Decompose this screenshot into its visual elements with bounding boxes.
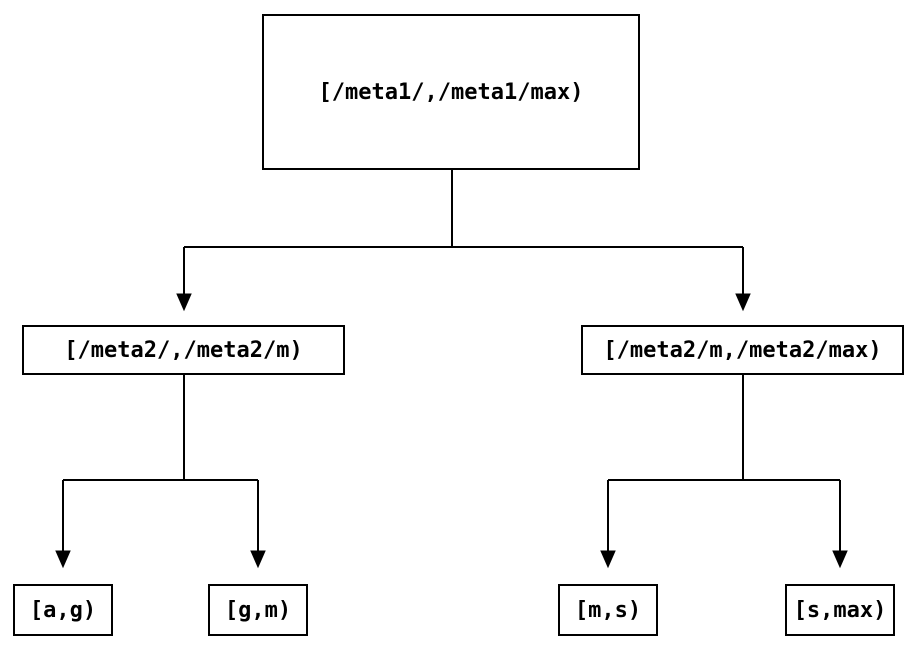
edge-root-split	[176, 170, 751, 312]
arrowhead-icon	[176, 293, 192, 312]
arrowhead-icon	[832, 550, 848, 569]
node-right-child: [/meta2/m,/meta2/max)	[581, 325, 904, 375]
node-root: [/meta1/,/meta1/max)	[262, 14, 640, 170]
node-leaf-smax-label: [s,max)	[793, 597, 887, 623]
arrowhead-icon	[735, 293, 751, 312]
edge-left-split	[55, 375, 266, 569]
node-leaf-ag: [a,g)	[13, 584, 113, 636]
node-leaf-ag-label: [a,g)	[29, 597, 97, 623]
node-right-child-label: [/meta2/m,/meta2/max)	[603, 337, 882, 363]
node-leaf-gm-label: [g,m)	[224, 597, 292, 623]
node-leaf-ms-label: [m,s)	[574, 597, 642, 623]
node-leaf-ms: [m,s)	[558, 584, 658, 636]
node-left-child: [/meta2/,/meta2/m)	[22, 325, 345, 375]
node-left-child-label: [/meta2/,/meta2/m)	[64, 337, 303, 363]
node-root-label: [/meta1/,/meta1/max)	[318, 79, 584, 105]
edge-right-split	[600, 375, 848, 569]
arrowhead-icon	[55, 550, 71, 569]
arrowhead-icon	[250, 550, 266, 569]
node-leaf-gm: [g,m)	[208, 584, 308, 636]
node-leaf-smax: [s,max)	[785, 584, 895, 636]
arrowhead-icon	[600, 550, 616, 569]
